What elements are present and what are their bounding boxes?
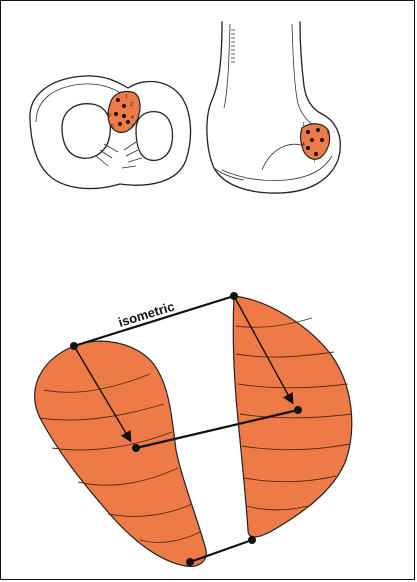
femoral-footprint-large [233,296,352,537]
footprint-number: 2 [130,102,133,108]
point-right-middle [294,406,302,414]
footprint-number: 7 [313,159,316,165]
footprint-number: 4 [302,142,305,148]
footprint-number: 9 [108,113,111,119]
footprint-number: 1 [125,94,128,100]
point-left-top [70,342,78,350]
point-right-bottom [248,536,256,544]
footprint-number: 7 [131,124,134,130]
footprint-number: 6 [327,130,330,136]
enlarged-footprints: isometric [35,292,352,566]
point-left-bottom [186,558,194,566]
tibial-plateau-view: 1 2 9 4 6 7 [30,76,191,189]
point-right-top [230,292,238,300]
footprint-number: 1 [302,122,305,128]
footprint-number: 4 [131,115,134,121]
isometric-label: isometric [116,299,176,330]
footprint-number: 6 [111,124,114,130]
tibial-footprint-large [35,341,207,566]
femur-lateral-view: 1 6 4 7 [207,22,340,193]
point-left-middle [132,444,140,452]
